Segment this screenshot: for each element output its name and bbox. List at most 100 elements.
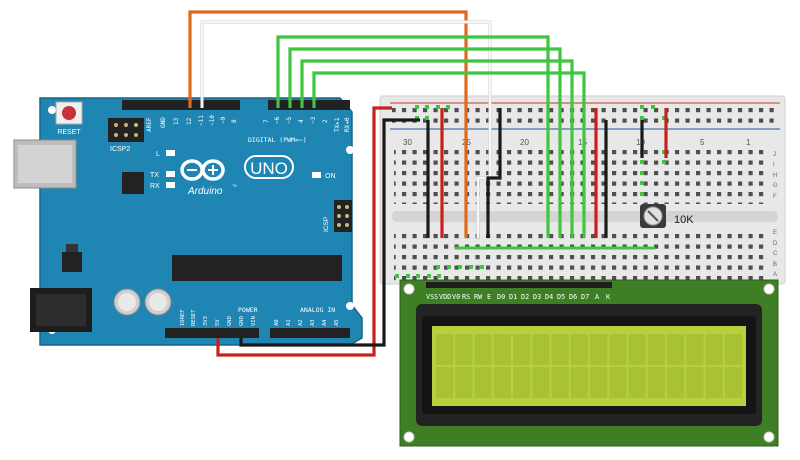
svg-text:IOREF: IOREF (180, 309, 186, 326)
wires (188, 10, 668, 357)
svg-text:RESET: RESET (191, 309, 197, 326)
wire-black-rw (486, 108, 502, 238)
icsp-label: ICSP (323, 217, 330, 232)
lcd-cell (667, 334, 685, 365)
svg-text:A1: A1 (286, 319, 292, 326)
reset-button[interactable] (55, 101, 83, 125)
svg-text:5V: 5V (215, 319, 221, 326)
led-on (312, 172, 321, 178)
svg-text:A5: A5 (334, 319, 340, 326)
led-on-label: ON (325, 173, 336, 180)
digital-header-label: DIGITAL (PWM=~) (248, 136, 307, 144)
svg-text:B: B (773, 262, 777, 268)
lcd-cell (590, 367, 608, 398)
svg-text:H: H (773, 173, 777, 179)
lcd-cell (532, 367, 550, 398)
lcd-cell (474, 367, 492, 398)
mounting-hole (403, 431, 415, 443)
arduino-logo-icon (180, 159, 225, 181)
lcd-cell (609, 367, 627, 398)
status-leds (166, 150, 321, 188)
wire-orange-pin12 (188, 10, 468, 238)
lcd-cell (513, 334, 531, 365)
lcd-cell (647, 334, 665, 365)
lcd-cell (436, 334, 454, 365)
led-l (166, 150, 175, 156)
svg-text:12: 12 (186, 117, 193, 125)
lcd-cell (513, 367, 531, 398)
lcd-character-cells (436, 334, 742, 398)
lcd-cell (436, 367, 454, 398)
svg-text:GND: GND (227, 316, 233, 326)
mounting-hole (403, 283, 415, 295)
trademark-label: ™ (232, 184, 237, 190)
svg-text:GND: GND (160, 117, 167, 128)
breadboard-row-letters-top: J I H G F (773, 152, 778, 200)
icsp2-label: ICSP2 (110, 146, 130, 153)
icsp-header (334, 200, 352, 232)
analog-header-label: ANALOG IN (300, 306, 335, 314)
svg-text:A: A (595, 293, 599, 301)
power-pin-labels: IOREF RESET 3V3 5V GND GND VIN (180, 309, 257, 326)
lcd-cell (474, 334, 492, 365)
svg-text:2: 2 (322, 119, 329, 123)
lcd-pin-labels: VSS VDD V0 RS RW E D0 D1 D2 D3 D4 D5 D6 … (426, 293, 611, 301)
lcd-cell (493, 334, 511, 365)
svg-text:C: C (773, 251, 778, 257)
power-header-label: POWER (238, 306, 258, 314)
lcd-cell (705, 367, 723, 398)
svg-text:D2: D2 (521, 293, 529, 301)
svg-text:D1: D1 (509, 293, 517, 301)
svg-text:A: A (773, 272, 777, 278)
svg-text:RX◂0: RX◂0 (344, 117, 351, 132)
breadboard-bottom-terminals (394, 228, 768, 282)
breadboard-top-terminals (394, 150, 768, 204)
icsp2-header (108, 118, 144, 142)
svg-text:VDD: VDD (439, 293, 451, 301)
svg-text:F: F (773, 194, 777, 200)
breadboard-row-letters-bottom: E D C B A (773, 230, 778, 278)
lcd-cell (551, 334, 569, 365)
svg-text:D6: D6 (569, 293, 577, 301)
model-label: UNO (250, 159, 288, 178)
lcd-cell (590, 334, 608, 365)
mounting-hole (763, 431, 775, 443)
svg-text:A4: A4 (322, 319, 328, 326)
brand-label: Arduino (187, 186, 223, 197)
wire-black-gnd (239, 118, 420, 347)
svg-text:V0: V0 (452, 293, 460, 301)
voltage-regulator (62, 244, 82, 272)
svg-text:3V3: 3V3 (203, 316, 209, 326)
lcd-cell (647, 367, 665, 398)
usb-connector-face (18, 145, 72, 183)
svg-text:~6: ~6 (274, 116, 281, 124)
mounting-hole (346, 302, 354, 310)
lcd-cell (493, 367, 511, 398)
svg-text:AREF: AREF (146, 117, 153, 132)
lcd-cell (628, 367, 646, 398)
svg-text:D0: D0 (497, 293, 505, 301)
col-number: 1 (746, 138, 751, 147)
dc-power-jack (30, 288, 92, 332)
svg-text:J: J (773, 152, 776, 158)
led-tx (166, 171, 175, 177)
led-tx-label: TX (150, 172, 159, 179)
svg-text:K: K (606, 293, 611, 301)
svg-text:E: E (773, 230, 777, 236)
col-number: 5 (700, 138, 705, 147)
wire-green-pin2 (312, 71, 586, 238)
lcd-cell (628, 334, 646, 365)
svg-text:D5: D5 (557, 293, 565, 301)
atmega-chip (172, 255, 342, 281)
svg-text:~11: ~11 (198, 115, 205, 126)
lcd-pin-header (426, 282, 612, 288)
led-rx-label: RX (150, 183, 160, 190)
lcd-cell (724, 367, 742, 398)
potentiometer-10k (640, 204, 666, 228)
svg-text:7: 7 (263, 119, 270, 123)
mounting-hole (763, 283, 775, 295)
lcd-cell (570, 367, 588, 398)
svg-text:D4: D4 (545, 293, 553, 301)
svg-text:D3: D3 (533, 293, 541, 301)
svg-text:RW: RW (474, 293, 483, 301)
